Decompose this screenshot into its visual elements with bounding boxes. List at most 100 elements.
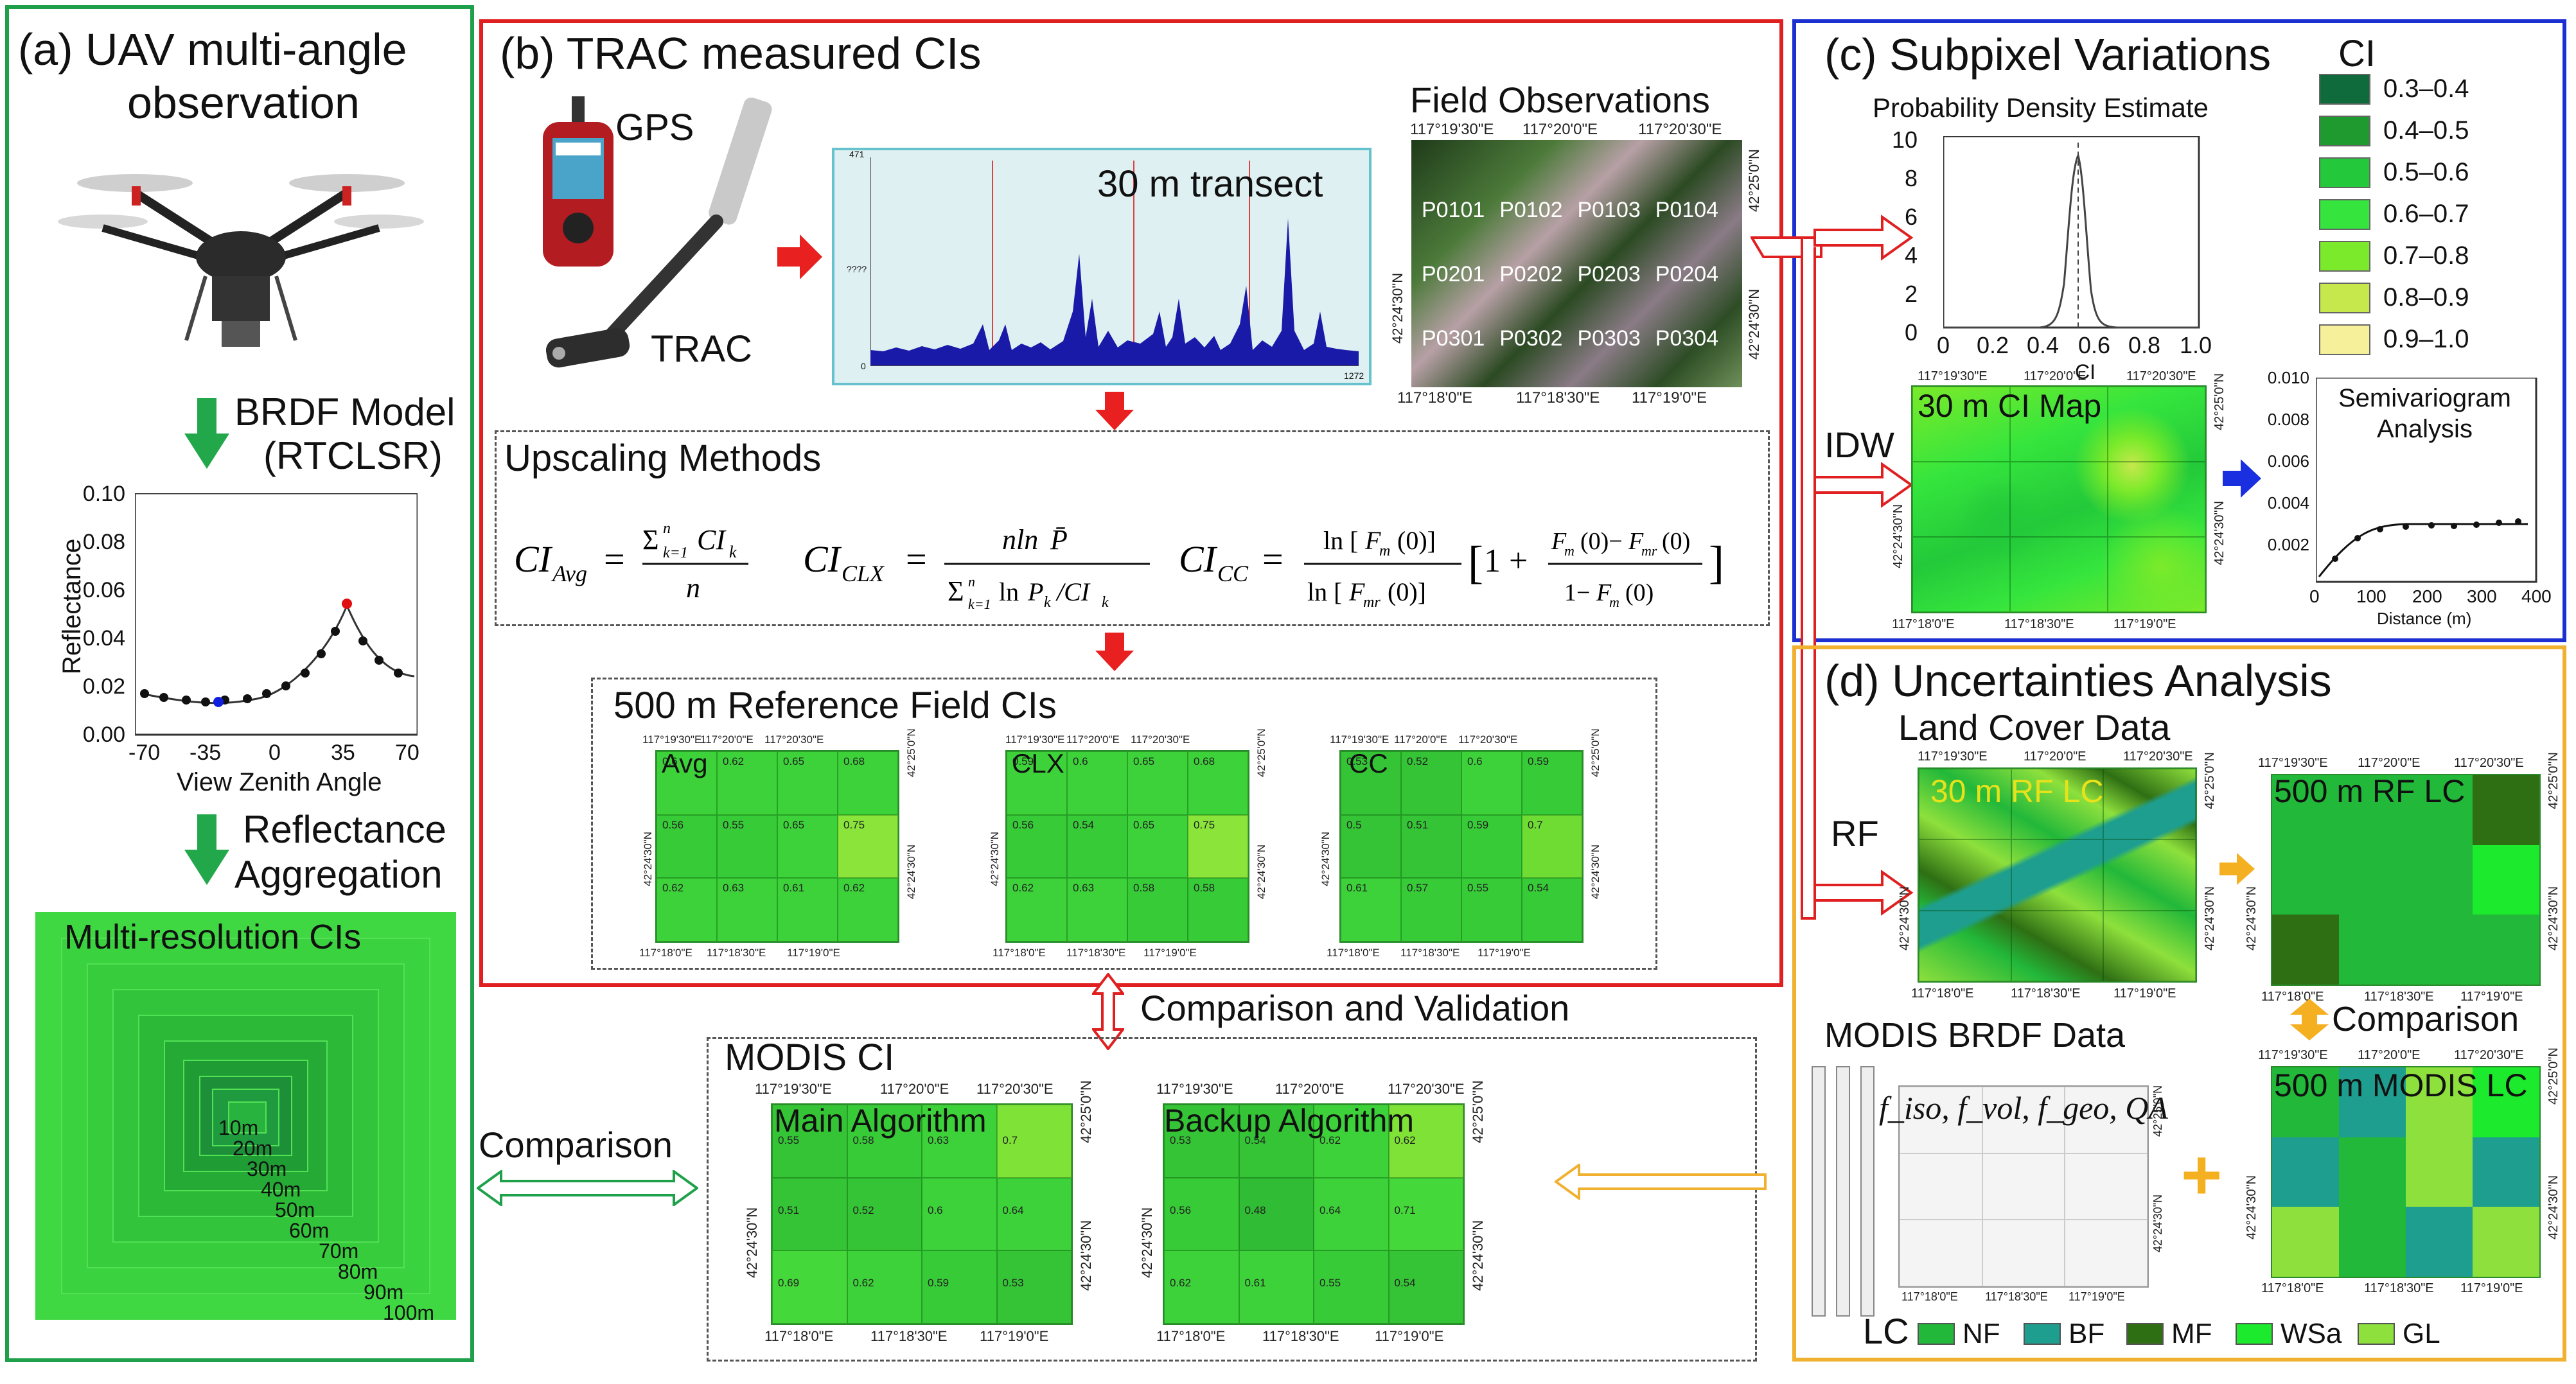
- arrow-right-icon: [2223, 459, 2261, 498]
- arrow-down-icon: [184, 814, 229, 885]
- svg-text:ln: ln: [999, 577, 1019, 606]
- lc-legend-label: NF: [1963, 1318, 2000, 1349]
- panel-d-title: (d) Uncertainties Analysis: [1824, 656, 2332, 706]
- double-arrow-vertical-icon: [1092, 973, 1124, 1050]
- lc-legend-label: MF: [2171, 1318, 2212, 1349]
- svg-text:ln [: ln [: [1323, 526, 1358, 555]
- svg-text:F: F: [1364, 526, 1381, 555]
- ci-map-30m-label: 30 m CI Map: [1918, 388, 2102, 424]
- gps-label: GPS: [615, 107, 694, 148]
- plot-label: P0204: [1655, 262, 1719, 286]
- plot-label: P0101: [1422, 198, 1485, 222]
- plot-label: P0203: [1577, 262, 1641, 286]
- reference-field-box: [591, 678, 1657, 970]
- modis-brdf-title: MODIS BRDF Data: [1824, 1016, 2126, 1055]
- reflectance-plot: [135, 493, 418, 736]
- plus-icon: +: [2181, 1135, 2223, 1214]
- svg-text:F: F: [1348, 577, 1365, 606]
- map-label-clx: CLX: [1012, 748, 1064, 778]
- modis-ci-box: [707, 1037, 1757, 1362]
- svg-text:[: [: [1468, 537, 1483, 588]
- svg-text:(0): (0): [1625, 579, 1654, 606]
- plot-label: P0201: [1422, 262, 1485, 286]
- ci-legend-swatch: [2319, 157, 2370, 188]
- multiresolution-title: Multi-resolution CIs: [64, 918, 362, 956]
- reflectance-xlabel: View Zenith Angle: [177, 768, 382, 796]
- upscaling-title: Upscaling Methods: [504, 437, 822, 479]
- lc-legend-label: GL: [2403, 1318, 2440, 1349]
- plot-label: P0301: [1422, 326, 1485, 351]
- rtclsr-label: (RTCLSR): [263, 434, 443, 477]
- plot-label: P0103: [1577, 198, 1641, 222]
- pde-xticks: 0 0.2 0.4 0.6 0.8 1.0: [1937, 332, 2212, 358]
- res-label-10m: 10m: [218, 1116, 259, 1139]
- svg-text:F: F: [1628, 528, 1644, 555]
- svg-text:P: P: [1027, 577, 1043, 606]
- trac-instrument-image: [545, 97, 772, 368]
- svg-text:Avg: Avg: [551, 561, 587, 586]
- ci-legend-swatch: [2319, 116, 2370, 146]
- comparison-left-label: Comparison: [479, 1125, 673, 1165]
- arrow-right-icon: [2219, 853, 2255, 885]
- plot-label: P0102: [1499, 198, 1563, 222]
- pde-plot: [1943, 136, 2200, 329]
- svg-text:mr: mr: [1641, 543, 1657, 559]
- rf-lc-30m-label: 30 m RF LC: [1930, 773, 2104, 809]
- lc-legend-swatch: [1918, 1323, 1955, 1345]
- svg-text:1 +: 1 +: [1484, 543, 1528, 579]
- modis-lc-500m-map: [2271, 1066, 2541, 1278]
- transect-plot: [870, 157, 1359, 366]
- transect-tick-zero: 0: [861, 361, 866, 371]
- plot-label: P0302: [1499, 326, 1563, 351]
- reference-field-title: 500 m Reference Field CIs: [613, 685, 1057, 726]
- svg-text:n: n: [686, 572, 700, 604]
- connector-arrow-icon: [1751, 215, 1914, 920]
- svg-text:CI: CI: [697, 524, 727, 556]
- transect-tick-end: 1272: [1344, 371, 1364, 381]
- svg-text:Σ: Σ: [948, 575, 964, 607]
- semivariogram-plot: [2316, 378, 2537, 583]
- arrow-right-icon: [777, 234, 822, 279]
- equation-ci-avg: CI Avg = Σ n k=1 CI k n: [514, 520, 748, 604]
- equation-ci-cc: CI CC = ln [ F m (0)] ln [ F mr (0)] [ 1…: [1179, 526, 1724, 611]
- svg-text:m: m: [1609, 594, 1619, 610]
- transect-tick-mid: ????: [847, 264, 867, 274]
- panel-b-title: (b) TRAC measured CIs: [500, 28, 982, 78]
- trac-label: TRAC: [651, 328, 752, 370]
- upscaling-methods-box: [495, 430, 1770, 626]
- panel-d: [1792, 645, 2566, 1362]
- svg-text:(0)−: (0)−: [1580, 528, 1623, 555]
- lc-legend-label: WSa: [2280, 1318, 2342, 1349]
- svg-text:ln [: ln [: [1307, 577, 1342, 606]
- modis-ci-main-map: 0.55 0.58 0.63 0.7 0.51 0.52 0.6 0.64 0.…: [771, 1103, 1073, 1325]
- lc-legend-swatch: [2236, 1323, 2273, 1345]
- lc-legend-label: BF: [2069, 1318, 2105, 1349]
- res-label-50m: 50m: [275, 1198, 315, 1222]
- svg-text:k: k: [1044, 594, 1051, 611]
- res-label-70m: 70m: [319, 1239, 359, 1263]
- reflectance-label: Reflectance: [243, 808, 446, 851]
- svg-text:CI: CI: [514, 538, 553, 580]
- reflectance-xticks: -70 -35 0 35 70: [128, 740, 419, 765]
- svg-text:(0)]: (0)]: [1388, 577, 1426, 606]
- ci-legend-label: 0.9–1.0: [2383, 325, 2469, 353]
- svg-text:=: =: [1262, 538, 1284, 580]
- uav-drone-image: [58, 174, 424, 347]
- semi-yticks: 0.010 0.008 0.006 0.004 0.002: [2267, 368, 2309, 554]
- svg-text:n: n: [968, 574, 975, 590]
- arrow-left-icon: [1555, 1164, 1767, 1200]
- svg-text:CLX: CLX: [842, 561, 885, 586]
- plot-label: P0202: [1499, 262, 1563, 286]
- arrow-down-icon: [184, 398, 229, 469]
- svg-text:Σ: Σ: [642, 524, 659, 556]
- lc-legend-swatch: [2024, 1323, 2061, 1345]
- res-label-40m: 40m: [261, 1178, 301, 1201]
- svg-text:m: m: [1379, 543, 1390, 559]
- res-label-80m: 80m: [338, 1260, 378, 1283]
- svg-text:k: k: [729, 543, 737, 561]
- semi-xticks: 0 100 200 300 400: [2309, 586, 2552, 606]
- comparison-validation-label: Comparison and Validation: [1140, 988, 1570, 1028]
- semivariogram-title-2: Analysis: [2377, 415, 2473, 443]
- panel-a-title-line2: observation: [127, 78, 360, 128]
- svg-text:nln: nln: [1002, 524, 1038, 556]
